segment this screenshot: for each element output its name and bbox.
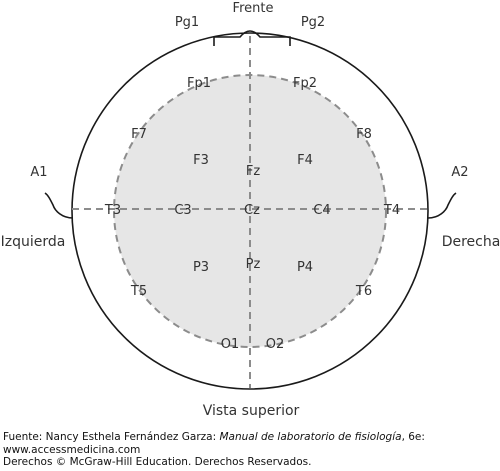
electrode-f7: F7 — [131, 127, 147, 142]
caption-edition: , 6e: — [401, 431, 425, 443]
caption-source-prefix: Fuente: Nancy Esthela Fernández Garza: — [3, 431, 220, 443]
electrode-fp1: Fp1 — [187, 76, 211, 91]
electrode-c4: C4 — [313, 203, 330, 218]
left-ear-shape — [44, 192, 74, 219]
electrode-t6: T6 — [355, 284, 372, 299]
electrode-f3: F3 — [193, 153, 209, 168]
right-ear-shape — [427, 192, 457, 219]
electrode-c3: C3 — [174, 203, 191, 218]
nose-shape — [213, 30, 291, 46]
electrode-pz: Pz — [246, 257, 261, 272]
electrode-t4: T4 — [383, 203, 400, 218]
label-a2: A2 — [451, 165, 468, 180]
electrode-p4: P4 — [297, 260, 313, 275]
label-pg2: Pg2 — [301, 15, 325, 30]
caption-book-title: Manual de laboratorio de fisiología — [219, 431, 402, 443]
caption-source-line: Fuente: Nancy Esthela Fernández Garza: M… — [3, 431, 497, 444]
label-right: Derecha — [442, 234, 500, 250]
electrode-t5: T5 — [130, 284, 147, 299]
electrode-fz: Fz — [246, 164, 260, 179]
electrode-f8: F8 — [356, 127, 372, 142]
electrode-fp2: Fp2 — [293, 76, 317, 91]
caption-url[interactable]: www.accessmedicina.com — [3, 443, 141, 456]
label-a1: A1 — [30, 165, 47, 180]
caption-rights: Derechos © McGraw-Hill Education. Derech… — [3, 456, 312, 469]
electrode-labels: Fp1 Fp2 F7 F8 F3 Fz F4 T3 C3 Cz C4 T4 P3… — [104, 76, 400, 352]
eeg-10-20-diagram: Frente Pg1 Pg2 A1 A2 Izquierda Derecha V… — [1, 1, 500, 419]
electrode-f4: F4 — [297, 153, 313, 168]
electrode-cz: Cz — [244, 203, 260, 218]
electrode-o1: O1 — [221, 337, 240, 352]
label-view: Vista superior — [203, 403, 300, 419]
label-left: Izquierda — [1, 234, 66, 250]
label-pg1: Pg1 — [175, 15, 199, 30]
label-front: Frente — [233, 1, 274, 16]
head-outline — [71, 32, 429, 390]
electrode-o2: O2 — [266, 337, 285, 352]
source-caption: Fuente: Nancy Esthela Fernández Garza: M… — [3, 431, 497, 469]
electrode-t3: T3 — [104, 203, 121, 218]
electrode-p3: P3 — [193, 260, 209, 275]
